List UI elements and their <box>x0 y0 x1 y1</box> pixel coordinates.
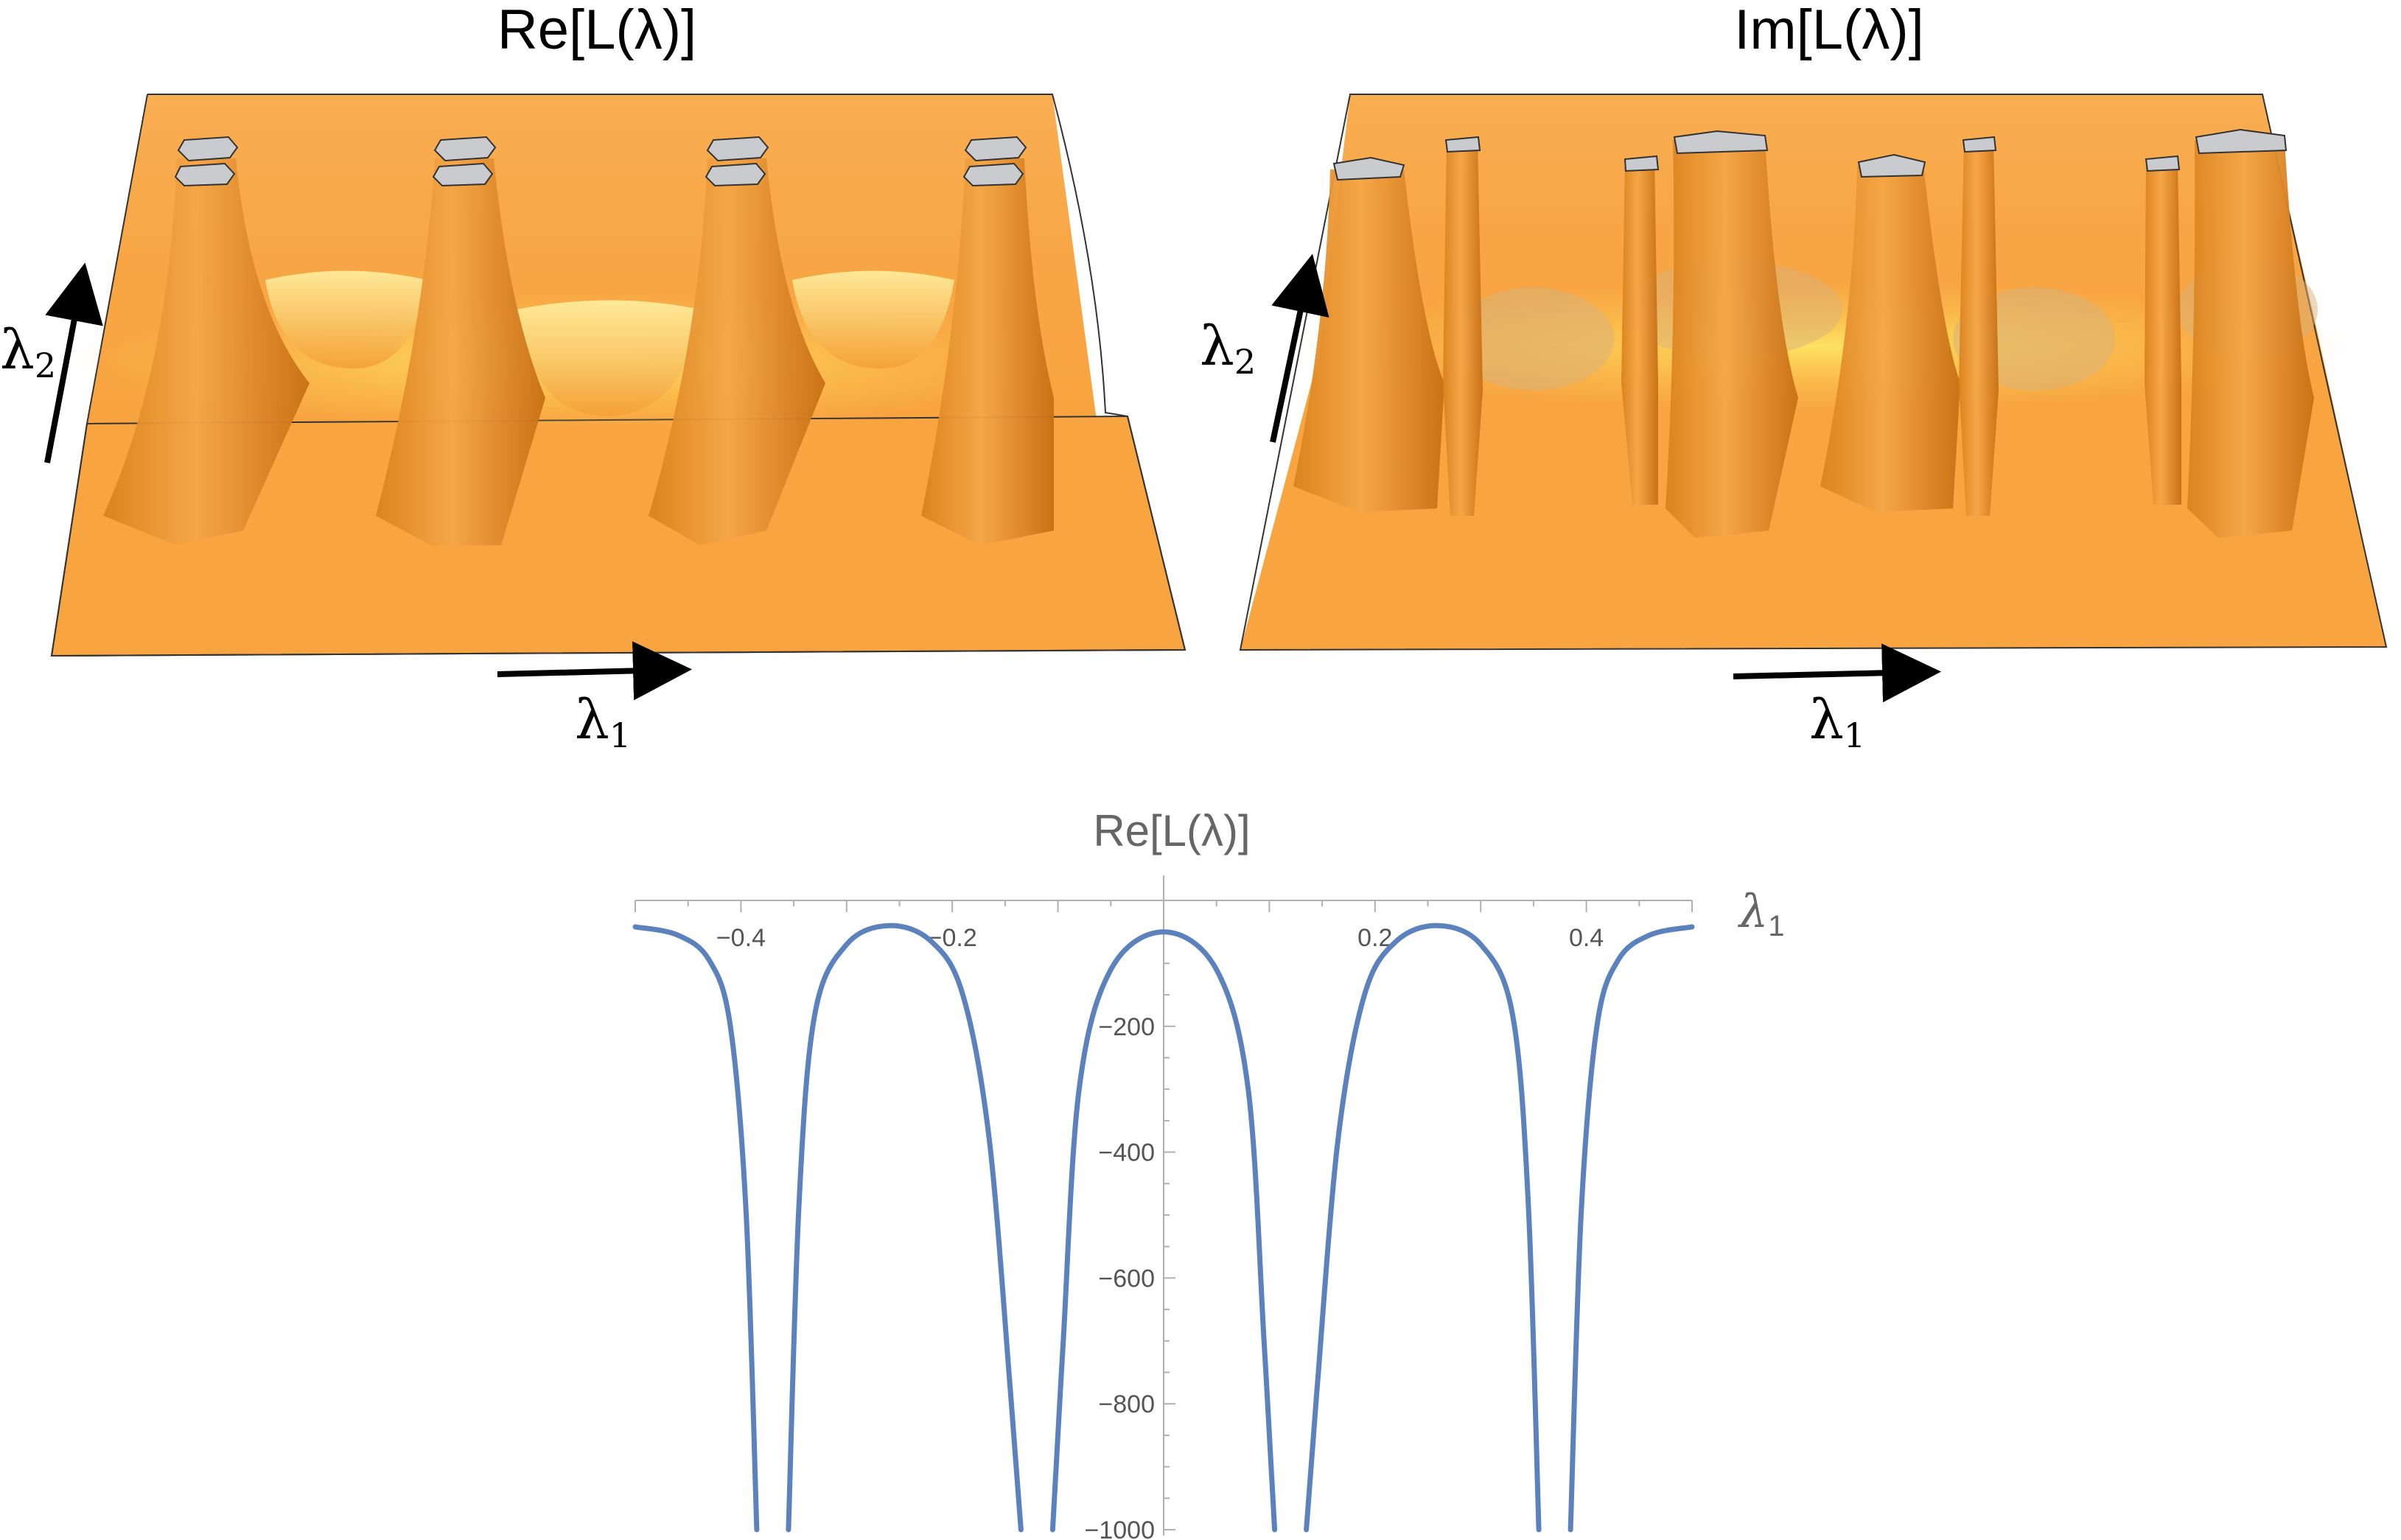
x-tick-label: 0.4 <box>1569 924 1604 952</box>
series-line-branch-5 <box>1568 924 1695 1533</box>
im-tower-4 <box>1666 140 1798 538</box>
re-cap-2 <box>433 136 497 162</box>
re-cap-1b <box>174 162 236 187</box>
re-cap-2b <box>432 162 494 187</box>
series-line-branch-4 <box>1304 923 1542 1533</box>
series-line-branch-3 <box>1049 929 1278 1533</box>
im-cap-2 <box>1444 136 1481 153</box>
im-cap-6 <box>1962 136 1997 153</box>
y-tick-label: −600 <box>1098 1264 1155 1292</box>
re-tower-3 <box>649 158 825 545</box>
im-cap-3 <box>1624 155 1660 172</box>
series-line-branch-1 <box>632 924 760 1533</box>
re-y-arrow <box>44 262 103 463</box>
re-y-label: λ2 <box>0 318 56 385</box>
re-tower-4 <box>921 158 1054 545</box>
im-x-arrow <box>1733 643 1941 703</box>
re-x-label: λ1 <box>575 688 631 755</box>
im-cap-8 <box>2195 128 2288 155</box>
im-tower-3 <box>1621 161 1658 505</box>
re-cap-3 <box>706 136 769 162</box>
im-cap-5 <box>1857 153 1926 178</box>
im-y-label: λ2 <box>1200 315 1256 382</box>
y-tick-label: −1000 <box>1085 1516 1156 1540</box>
chart-title: Re[L(λ)] <box>1093 806 1250 855</box>
im-x-label: λ1 <box>1809 688 1865 755</box>
series-line-branch-2 <box>786 923 1024 1533</box>
im-y-arrow <box>1270 253 1329 443</box>
im-outline <box>1239 94 2388 651</box>
re-bowl-right <box>792 270 954 368</box>
im-cap-7 <box>2145 155 2181 172</box>
im-cap-1 <box>1332 156 1405 181</box>
re-outline <box>50 94 1186 657</box>
re-x-arrow <box>497 641 692 701</box>
panel-im-surface: Im[L(λ)] λ1 λ2 <box>1200 0 2388 755</box>
re-cap-4 <box>964 136 1027 162</box>
panel-re-surface: Re[L(λ)] λ1 λ2 <box>0 0 1186 755</box>
panel-im-title: Im[L(λ)] <box>1734 0 1924 61</box>
re-cap-3b <box>705 162 766 187</box>
re-bowl-left <box>265 270 427 368</box>
im-disk-1 <box>1452 287 1614 391</box>
im-tower-7 <box>2145 161 2181 505</box>
im-tower-2 <box>1443 141 1483 516</box>
x-tick-label: −0.4 <box>716 924 766 952</box>
im-tower-6 <box>1959 141 1999 516</box>
im-tower-1 <box>1293 169 1444 512</box>
im-cap-4 <box>1673 130 1769 155</box>
re-cap-1 <box>177 136 239 162</box>
panel-re-title: Re[L(λ)] <box>497 0 696 61</box>
y-tick-label: −800 <box>1098 1390 1155 1418</box>
y-tick-label: −400 <box>1098 1139 1155 1167</box>
re-cap-4b <box>962 162 1024 187</box>
re-bowl-center <box>516 300 700 416</box>
chart-series <box>632 923 1695 1533</box>
im-tower-8 <box>2187 140 2314 538</box>
re-tower-2 <box>376 158 545 545</box>
re-tower-1 <box>103 158 310 545</box>
chart-x-label: λ1 <box>1737 884 1785 942</box>
y-tick-label: −200 <box>1098 1013 1155 1041</box>
im-tower-5 <box>1820 166 1960 512</box>
